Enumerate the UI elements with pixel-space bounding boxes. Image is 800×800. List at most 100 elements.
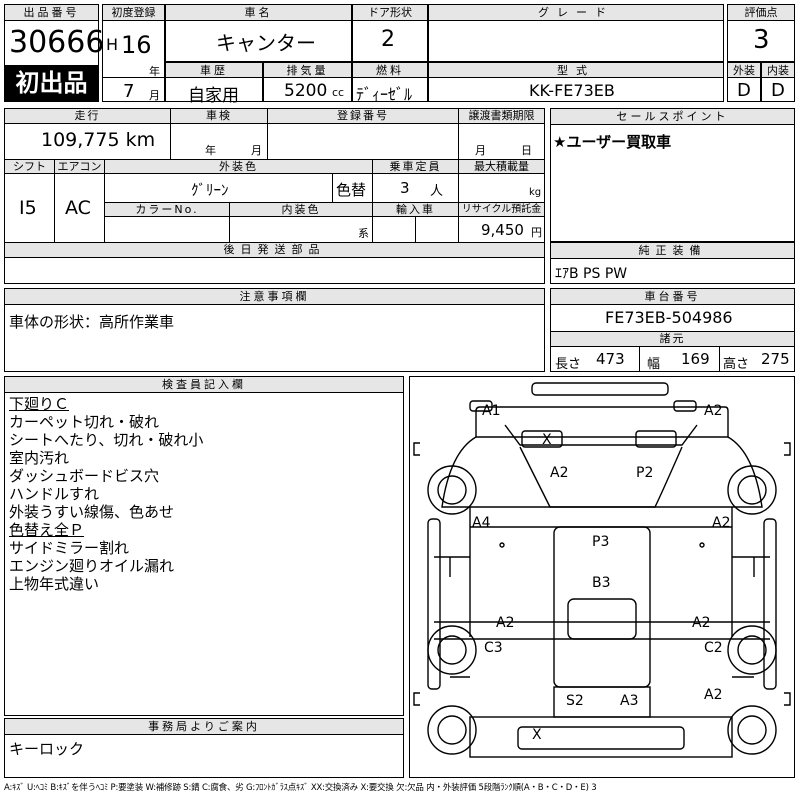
shift-value: I5	[19, 197, 37, 219]
damage-a2-front-right: A2	[704, 403, 723, 419]
shift-label: シフト	[5, 160, 54, 174]
ext-label: 外装	[728, 63, 760, 78]
lot-label: 出品番号	[5, 5, 98, 21]
vehicle-diagram: A1 A2 X A2 P2 A4 A2 P3 B3 A2 A2 C3 C2 S2…	[409, 376, 795, 778]
sales-point-box: セールスポイント ★ユーザー買取車	[550, 108, 795, 242]
era: H	[106, 35, 119, 54]
inspector-line: ダッシュボードビス穴	[9, 467, 160, 485]
load-label: 最大積載量	[459, 160, 544, 174]
history-value: 自家用	[188, 86, 239, 106]
office-box: 事務局よりご案内 キーロック	[4, 718, 404, 778]
disp-unit: cc	[332, 86, 345, 99]
fuel-label: 燃料	[353, 63, 427, 78]
history-box: 車歴 自家用	[165, 62, 263, 106]
inspector-box: 検査員記入欄 下廻りＣ カーペット切れ・破れ シートへたり、切れ・破れ小 室内汚…	[4, 376, 404, 716]
tr-month-unit: 月	[475, 144, 486, 157]
recycle-label: リサイクル預託金	[459, 203, 544, 217]
door-value: 2	[381, 27, 395, 52]
chassis-label: 車台番号	[551, 289, 794, 305]
height-value: 275	[761, 350, 790, 368]
damage-a4: A4	[472, 515, 491, 531]
equip-value: ｴｱB PS PW	[555, 266, 628, 282]
width-label: 幅	[647, 357, 661, 372]
inspector-line: 外装うすい線傷、色あせ	[9, 503, 175, 521]
damage-x-bottom: X	[532, 727, 542, 743]
dims-label: 諸元	[551, 331, 794, 347]
damage-a2-hood: A2	[550, 465, 569, 481]
year-unit: 年	[149, 65, 160, 78]
disp-value: 5200	[284, 81, 328, 101]
reg-year: 16	[121, 31, 152, 59]
damage-a3: A3	[620, 693, 639, 709]
damage-a1: A1	[482, 403, 501, 419]
mileage-label: 走行	[5, 109, 170, 124]
recycle-value: 9,450	[481, 221, 524, 239]
displacement-box: 排気量 5200 cc	[263, 62, 352, 102]
int-grade: D	[771, 80, 785, 101]
reg-label: 初度登録	[103, 5, 164, 21]
score-box: 評価点 3	[727, 4, 795, 62]
color-value: ｸﾞﾘｰﾝ	[191, 181, 229, 199]
office-label: 事務局よりご案内	[5, 719, 403, 735]
color-label: 外装色	[105, 160, 372, 174]
registration-box: 初度登録 H 16 年 7 月	[102, 4, 165, 102]
ac-value: AC	[65, 197, 91, 219]
inspector-lines: 下廻りＣ カーペット切れ・破れ シートへたり、切れ・破れ小 室内汚れ ダッシュボ…	[9, 395, 203, 593]
score-label: 評価点	[728, 5, 794, 21]
legend: A:ｷｽﾞ U:ﾍｺﾐ B:ｷｽﾞを伴うﾍｺﾐ P:要塗装 W:補修跡 S:錆 …	[4, 783, 597, 793]
mileage-value: 109,775 km	[41, 129, 156, 151]
damage-b3: B3	[592, 575, 611, 591]
transfer-label: 譲渡書類期限	[459, 109, 544, 124]
damage-a2-right: A2	[712, 515, 731, 531]
inspector-line: エンジン廻りオイル漏れ	[9, 557, 175, 575]
int-label: 内装	[762, 63, 794, 78]
ext-grade: D	[737, 80, 751, 101]
damage-c2: C2	[704, 640, 723, 656]
door-box: ドア形状 2	[352, 4, 428, 62]
grade-box: グレード	[428, 4, 724, 62]
inspector-line: ハンドルすれ	[9, 485, 100, 503]
lot-number: 30666	[9, 25, 105, 60]
ins-month-unit: 月	[251, 144, 262, 157]
width-value: 169	[681, 350, 710, 368]
lot-box: 出品番号 30666 初出品	[4, 4, 104, 102]
inspector-line: 上物年式違い	[9, 575, 100, 593]
car-name: キャンター	[216, 31, 316, 55]
chassis-value: FE73EB-504986	[605, 308, 733, 327]
first-listing-badge: 初出品	[5, 65, 98, 101]
repaint-mark: 色替	[336, 181, 367, 199]
damage-c3: C3	[484, 640, 503, 656]
chassis-box: 車台番号 FE73EB-504986 諸元 長さ 473 幅 169 高さ 27…	[550, 288, 795, 372]
regno-label: 登録番号	[268, 109, 458, 124]
sales-value: ★ユーザー買取車	[553, 133, 672, 151]
reg-month: 7	[123, 81, 135, 102]
damage-a2-right-mid: A2	[692, 615, 711, 631]
equipment-box: 純正装備 ｴｱB PS PW	[550, 242, 795, 284]
model-value: KK-FE73EB	[529, 81, 615, 100]
capacity-label: 乗車定員	[373, 160, 458, 174]
damage-a2-left-mid: A2	[496, 615, 515, 631]
int-grade-box: 内装 D	[761, 62, 795, 102]
length-label: 長さ	[555, 357, 582, 372]
office-value: キーロック	[9, 740, 85, 758]
damage-p3: P3	[592, 534, 610, 550]
inspector-line: シートへたり、切れ・破れ小	[9, 431, 204, 449]
inspection-label: 車検	[171, 109, 267, 124]
inspector-line: 色替え全Ｐ	[9, 521, 85, 539]
month-unit: 月	[149, 89, 160, 102]
inspector-line: サイドミラー割れ	[9, 539, 130, 557]
capacity-unit: 人	[430, 184, 444, 199]
ext-grade-box: 外装 D	[727, 62, 761, 102]
model-box: 型式 KK-FE73EB	[428, 62, 724, 102]
caution-label: 注意事項欄	[5, 289, 544, 305]
ac-label: エアコン	[55, 160, 104, 174]
details-box: 走行 109,775 km 車検 年 月 登録番号 譲渡書類期限 月 日 シフト…	[4, 108, 545, 284]
score-value: 3	[753, 25, 770, 55]
name-label: 車名	[166, 5, 351, 21]
load-unit: kg	[529, 187, 542, 198]
intcolor-unit: 系	[358, 227, 369, 240]
colorno-label: カラーNo.	[105, 203, 229, 217]
damage-a2-rear-right: A2	[704, 687, 723, 703]
grade-label: グレード	[429, 5, 723, 21]
capacity-value: 3	[400, 179, 410, 197]
